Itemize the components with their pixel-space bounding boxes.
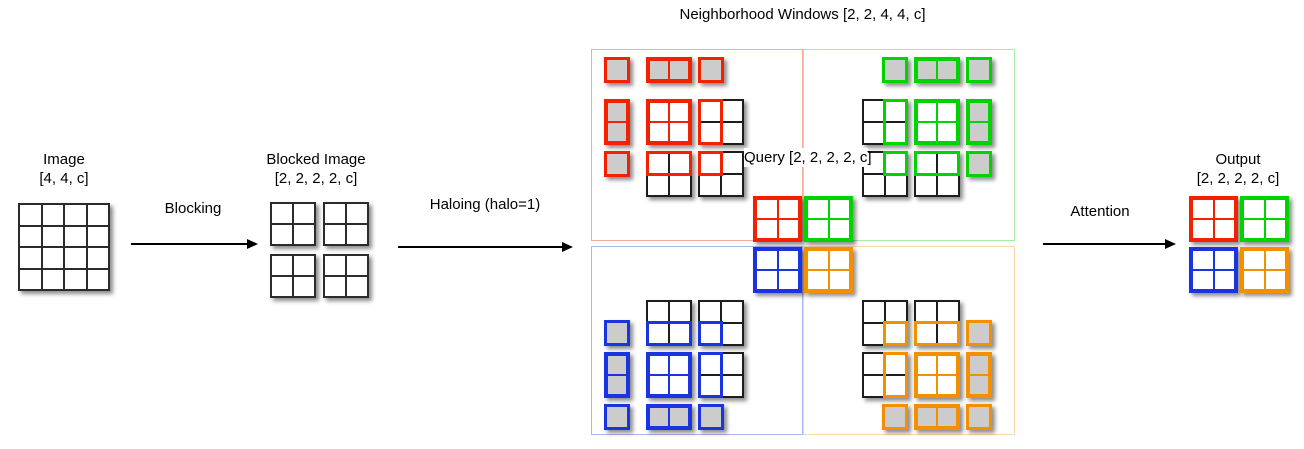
output-tile-orange	[1240, 247, 1289, 293]
image-cell	[86, 268, 109, 290]
halo-cell-pair	[966, 99, 992, 145]
halo-cell	[966, 151, 992, 177]
halo-cell-pair	[966, 352, 992, 398]
halo-cell-pair	[914, 404, 960, 430]
arrow-head-icon	[247, 239, 258, 249]
query-label: Query	[744, 149, 785, 166]
output-tile-blue	[1189, 247, 1238, 293]
halo-cell	[966, 320, 992, 346]
halo-cell-pair	[604, 352, 630, 398]
halo-cell	[604, 57, 630, 83]
output-caption: Output [2, 2, 2, 2, c]	[1175, 150, 1301, 188]
blocking-label-text: Blocking	[164, 200, 222, 217]
halo-overlay-column	[698, 352, 723, 398]
neighborhood-shape: [2, 2, 4, 4, c]	[842, 6, 926, 23]
neighborhood-block-orange	[914, 352, 960, 398]
halo-cell	[966, 404, 992, 430]
image-cell	[19, 225, 42, 247]
image-cell	[19, 204, 42, 226]
quadrant-frame-top-left	[591, 49, 803, 241]
halo-overlay-row	[914, 151, 960, 176]
quadrant-frame-bottom-left	[591, 246, 803, 435]
halo-overlay-row	[914, 321, 960, 346]
blocked-image-shape: [2, 2, 2, 2, c]	[274, 170, 358, 187]
halo-overlay-column	[883, 99, 908, 145]
image-cell	[19, 247, 42, 269]
attention-arrow-label: Attention	[1035, 203, 1165, 221]
image-label: Image	[43, 151, 85, 168]
blocked-image-block	[323, 202, 369, 246]
image-caption: Image [4, 4, c]	[8, 150, 120, 188]
image-shape: [4, 4, c]	[39, 170, 89, 187]
halo-cell	[698, 57, 724, 83]
halo-overlay-corner	[698, 151, 723, 176]
haloing-arrow-label: Haloing (halo=1)	[400, 196, 570, 214]
query-caption: Query [2, 2, 2, 2, c]	[744, 148, 872, 167]
halo-cell	[882, 57, 908, 83]
query-tile-green	[804, 196, 853, 242]
image-cell	[41, 225, 64, 247]
image-cell	[86, 204, 109, 226]
blocking-arrow-label: Blocking	[128, 200, 258, 218]
attention-label-text: Attention	[1070, 203, 1130, 220]
halo-overlay-row	[646, 321, 692, 346]
halo-cell	[882, 404, 908, 430]
quadrant-frame-top-right	[803, 49, 1015, 241]
query-tile-orange	[804, 247, 853, 293]
arrow-head-icon	[1165, 239, 1176, 249]
query-tile-blue	[753, 247, 802, 293]
halo-cell	[604, 320, 630, 346]
output-shape: [2, 2, 2, 2, c]	[1196, 170, 1280, 187]
halo-cell	[604, 404, 630, 430]
halo-overlay-corner	[883, 151, 908, 176]
blocking-arrow	[131, 239, 258, 249]
neighborhood-windows-caption: Neighborhood Windows [2, 2, 4, 4, c]	[590, 5, 1015, 24]
arrow-head-icon	[562, 242, 573, 252]
haloing-arrow	[398, 242, 573, 252]
query-shape: [2, 2, 2, 2, c]	[789, 149, 872, 166]
blocked-image-block	[270, 254, 316, 298]
query-tile-red	[753, 196, 802, 242]
image-cell	[64, 247, 87, 269]
halo-overlay-corner	[698, 321, 723, 346]
halo-cell-pair	[914, 57, 960, 83]
haloing-label-text: Haloing	[429, 196, 481, 213]
image-cell	[64, 204, 87, 226]
blocked-image-block	[270, 202, 316, 246]
haloing-label-sub: (halo=1)	[484, 196, 541, 213]
halo-overlay-corner	[883, 321, 908, 346]
neighborhood-block-blue	[646, 352, 692, 398]
image-cell	[86, 247, 109, 269]
neighborhood-block-green	[914, 99, 960, 145]
neighborhood-block-red	[646, 99, 692, 145]
halo-cell-pair	[604, 99, 630, 145]
quadrant-frame-bottom-right	[803, 246, 1015, 435]
output-tile-green	[1240, 196, 1289, 242]
output-tile-red	[1189, 196, 1238, 242]
image-cell	[64, 225, 87, 247]
image-cell	[41, 268, 64, 290]
image-cell	[41, 247, 64, 269]
halo-cell-pair	[646, 57, 692, 83]
image-grid	[18, 203, 110, 291]
image-cell	[19, 268, 42, 290]
image-cell	[41, 204, 64, 226]
halo-cell-pair	[646, 404, 692, 430]
image-cell	[64, 268, 87, 290]
halo-overlay-column	[698, 99, 723, 145]
neighborhood-label: Neighborhood Windows	[679, 6, 839, 23]
blocked-image-label: Blocked Image	[266, 151, 366, 168]
blocked-image-caption: Blocked Image [2, 2, 2, 2, c]	[253, 150, 379, 188]
halo-cell	[604, 151, 630, 177]
image-cell	[86, 225, 109, 247]
halo-cell	[698, 404, 724, 430]
halo-overlay-column	[883, 352, 908, 398]
halo-cell	[966, 57, 992, 83]
blocked-image-block	[323, 254, 369, 298]
output-label: Output	[1215, 151, 1261, 168]
attention-arrow	[1043, 239, 1176, 249]
halo-overlay-row	[646, 151, 692, 176]
